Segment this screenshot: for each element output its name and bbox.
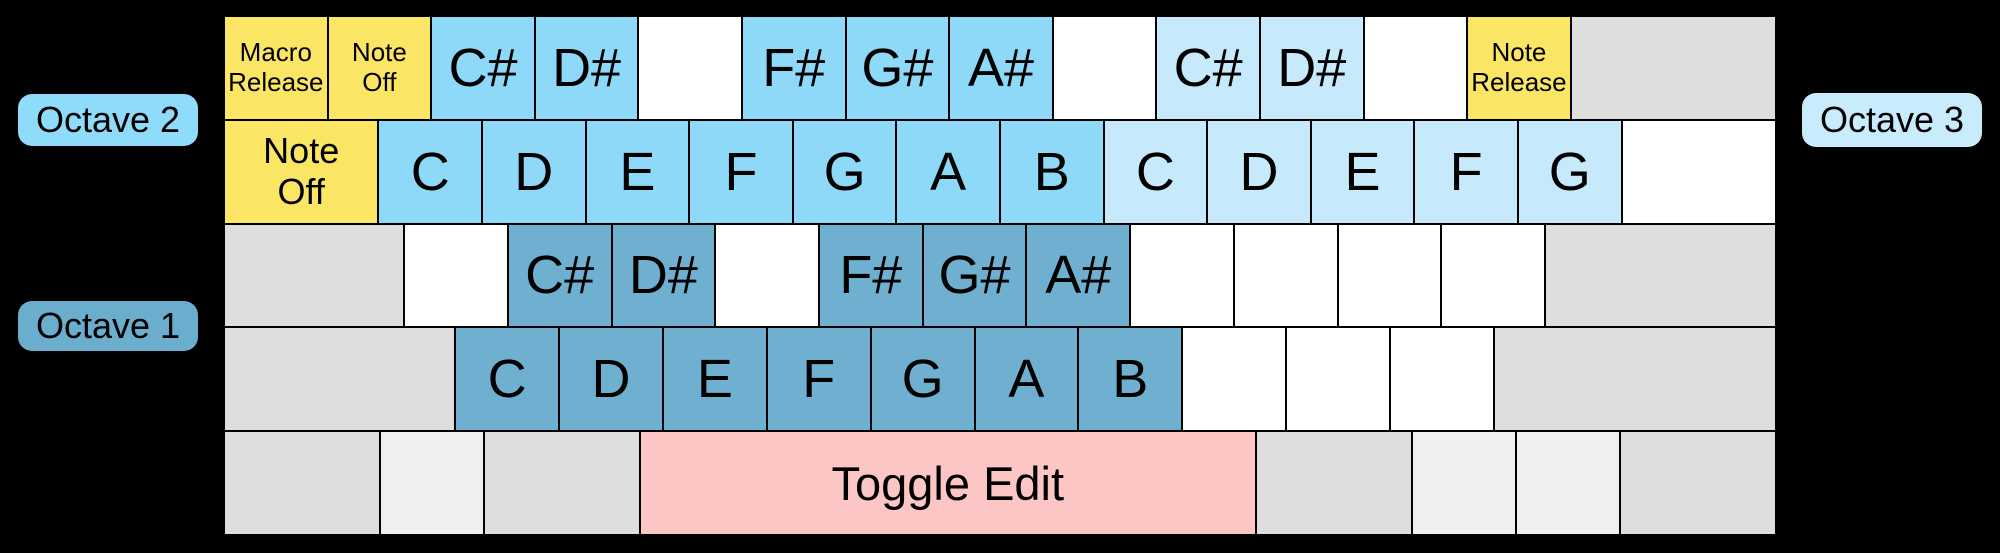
octave-1-label-text: Octave 1	[35, 305, 181, 346]
key-unused	[1516, 431, 1621, 535]
key-note-c-oct2: C	[378, 119, 482, 224]
key-unmapped	[1621, 119, 1776, 224]
octave-2-label-text: Octave 2	[35, 99, 181, 140]
keyboard-row-3: C#D# F#G#A#	[224, 223, 1777, 328]
key-note-dsharp-oct2: D#	[534, 16, 639, 120]
key-note-c-oct1: C	[455, 327, 560, 432]
key-unused	[224, 431, 380, 535]
octave-3-label: Octave 3	[1802, 93, 1982, 147]
key-note-fsharp-oct1: F#	[818, 223, 923, 328]
key-note-e-oct2: E	[585, 119, 690, 224]
key-note-c-oct3: C	[1103, 119, 1208, 224]
key-note-gsharp-oct2: G#	[845, 16, 950, 120]
key-note-f-oct1: F	[766, 327, 871, 432]
key-note-dsharp-oct3: D#	[1259, 16, 1364, 120]
key-unmapped	[638, 16, 742, 120]
key-unused	[1545, 223, 1777, 328]
key-unused	[1620, 431, 1776, 535]
key-note-e-oct3: E	[1310, 119, 1415, 224]
keyboard-row-5: Toggle Edit	[224, 431, 1776, 535]
key-note-f-oct2: F	[689, 119, 793, 224]
key-unused	[224, 223, 405, 328]
key-unmapped	[1182, 327, 1287, 432]
key-unused	[1570, 16, 1776, 120]
octave-3-label-text: Octave 3	[1819, 99, 1965, 140]
key-note-d-oct1: D	[559, 327, 663, 432]
key-note-csharp-oct3: C#	[1156, 16, 1260, 120]
key-note-a-oct2: A	[896, 119, 1000, 224]
key-unmapped	[1052, 16, 1157, 120]
key-unused	[484, 431, 640, 535]
key-unmapped	[1337, 223, 1442, 328]
key-note-e-oct1: E	[662, 327, 767, 432]
key-unused	[1411, 431, 1516, 535]
key-note-g-oct2: G	[792, 119, 897, 224]
key-unmapped	[1233, 223, 1338, 328]
key-unmapped	[1286, 327, 1390, 432]
key-note-b-oct2: B	[999, 119, 1104, 224]
key-note-d-oct2: D	[482, 119, 586, 224]
key-macro-release: Macro Release	[224, 16, 328, 120]
key-note-g-oct3: G	[1517, 119, 1622, 224]
key-unmapped	[1130, 223, 1234, 328]
key-note-off: Note Off	[327, 16, 432, 120]
key-toggle-edit: Toggle Edit	[639, 431, 1256, 535]
key-note-release: Note Release	[1467, 16, 1571, 120]
key-unmapped	[715, 223, 819, 328]
key-note-a-oct1: A	[974, 327, 1079, 432]
key-note-csharp-oct1: C#	[507, 223, 612, 328]
key-note-d-oct3: D	[1207, 119, 1311, 224]
key-unmapped	[1441, 223, 1546, 328]
key-note-b-oct1: B	[1078, 327, 1183, 432]
key-unmapped	[404, 223, 508, 328]
key-unmapped	[1363, 16, 1468, 120]
key-note-g-oct1: G	[870, 327, 975, 432]
key-unused	[379, 431, 484, 535]
key-unused	[1256, 431, 1412, 535]
key-note-csharp-oct2: C#	[431, 16, 535, 120]
octave-2-label: Octave 2	[18, 94, 198, 146]
key-unused	[1493, 327, 1776, 432]
key-note-asharp-oct1: A#	[1026, 223, 1131, 328]
octave-1-label: Octave 1	[18, 301, 198, 351]
key-unused	[224, 327, 456, 432]
key-note-gsharp-oct1: G#	[922, 223, 1027, 328]
key-unmapped	[1389, 327, 1494, 432]
key-note-asharp-oct2: A#	[949, 16, 1053, 120]
key-note-fsharp-oct2: F#	[741, 16, 846, 120]
key-note-dsharp-oct1: D#	[611, 223, 716, 328]
key-note-off-tab: Note Off	[224, 119, 379, 224]
key-note-f-oct3: F	[1414, 119, 1518, 224]
